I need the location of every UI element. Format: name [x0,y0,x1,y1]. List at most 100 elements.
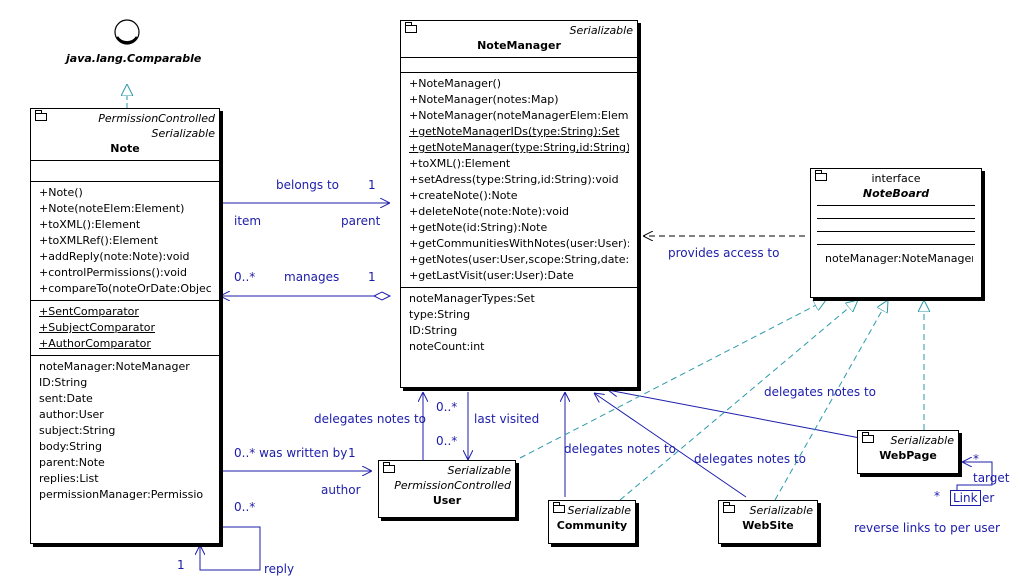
written-by-multiplicity: 1 [348,446,356,460]
note-manager-op: +NoteManager(notes:Map) [409,93,559,106]
note-static-field: +AuthorComparator [39,337,151,350]
website-delegates-edge [594,393,747,498]
community-class-name: Community [556,519,628,532]
note-operations: +Note() +Note(noteElem:Element) +toXML()… [31,181,219,300]
website-delegates-label: delegates notes to [694,452,806,466]
note-manager-op: +getNote(id:String):Note [409,221,548,234]
note-manager-op: +getNoteManager(type:String,id:String):N… [409,141,629,154]
user-header: Serializable PermissionControlled User [379,461,515,512]
note-manager-operations: +NoteManager() +NoteManager(notes:Map) +… [401,72,637,287]
webpage-header: Serializable WebPage [858,431,958,467]
note-manager-attributes: noteManagerTypes:Set type:String ID:Stri… [401,287,637,358]
note-op: +Note() [39,186,83,199]
belongs-to-multiplicity: 1 [368,178,376,192]
link-suffix: er [982,491,995,505]
note-manager-op: +setAdress(type:String,id:String):void [409,173,619,186]
comparable-interface-name[interactable]: java.lang.Comparable [66,52,202,65]
note-op: +Note(noteElem:Element) [39,202,185,215]
note-static-field: +SubjectComparator [39,321,156,334]
note-class[interactable]: PermissionControlled Serializable Note +… [30,108,220,544]
note-manager-op: +NoteManager() [409,77,502,90]
note-manager-stereotype: Serializable [569,24,633,37]
note-manager-header: Serializable NoteManager [401,21,637,57]
reply-multiplicity-top: 0..* [234,500,256,514]
manages-multiplicity-right: 1 [368,270,376,284]
note-manager-attr: noteCount:int [409,340,485,353]
website-stereotype: Serializable [749,504,813,517]
community-header: Serializable Community [549,501,635,537]
reply-multiplicity-bottom: 1 [177,558,185,572]
target-multiplicity: * [973,452,979,466]
note-manager-op: +getNoteManagerIDs(type:String):Set [409,125,620,138]
note-attr: ID:String [39,376,88,389]
note-class-name: Note [110,142,140,155]
package-icon [723,502,735,513]
note-board-attr: noteManager:NoteManager [825,252,973,265]
webpage-delegates-edge [608,390,861,439]
note-board-header: interface NoteBoard [811,169,981,205]
website-realizes-noteboard-edge [774,300,888,501]
note-attr: subject:String [39,424,116,437]
last-visited-label: last visited [474,412,540,426]
reply-edge [200,526,261,571]
note-empty-compartment [31,160,219,181]
user-multiplicity-top: 0..* [436,400,458,414]
note-static-fields: +SentComparator +SubjectComparator +Auth… [31,300,219,355]
website-header: Serializable WebSite [719,501,817,537]
note-op: +addReply(note:Note):void [39,250,190,263]
note-manager-attr: noteManagerTypes:Set [409,292,535,305]
website-class-name: WebSite [742,519,794,532]
note-board-compartment-3 [817,231,975,244]
user-stereotype-2: PermissionControlled [394,479,511,492]
note-manager-class-name: NoteManager [477,39,561,52]
item-role-label: item [234,214,262,228]
package-icon [383,462,395,473]
note-board-name: NoteBoard [862,187,930,200]
community-class[interactable]: Serializable Community [548,500,636,544]
note-manager-op: +createNote():Note [409,189,518,202]
author-role-label: author [321,483,361,497]
note-board-interface[interactable]: interface NoteBoard noteManager:NoteMana… [810,168,982,298]
note-manager-op: +getLastVisit(user:User):Date [409,269,574,282]
note-manager-op: +getCommunitiesWithNotes(user:User):S [409,237,629,250]
package-icon [35,110,47,121]
note-attributes: noteManager:NoteManager ID:String sent:D… [31,355,219,506]
comparable-lollipop [114,19,140,45]
webpage-class-name: WebPage [879,449,937,462]
note-attr: parent:Note [39,456,105,469]
written-by-label: 0..* was written by [234,446,348,460]
note-attr: replies:List [39,472,99,485]
website-class[interactable]: Serializable WebSite [718,500,818,544]
manages-diamond [372,291,392,301]
package-icon [405,22,417,33]
user-class[interactable]: Serializable PermissionControlled User [378,460,516,518]
user-class-name: User [432,494,462,507]
note-board-stereotype: interface [871,172,921,185]
note-manager-op: +getNotes(user:User,scope:String,date:D [409,253,629,266]
note-op: +toXML():Element [39,218,141,231]
note-manager-class[interactable]: Serializable NoteManager +NoteManager() … [400,20,638,388]
provides-access-label: provides access to [668,246,780,260]
note-manager-empty-compartment [401,57,637,72]
note-board-compartment-2 [817,218,975,231]
target-role-label: target [973,471,1010,485]
note-static-field: +SentComparator [39,305,139,318]
user-multiplicity-bottom: 0..* [436,434,458,448]
manages-multiplicity-left: 0..* [234,270,256,284]
manages-label: manages [284,270,340,284]
note-stereotype-1: PermissionControlled [98,112,215,125]
parent-role-label: parent [341,214,381,228]
reply-role-label: reply [264,562,295,576]
note-stereotype-2: Serializable [151,127,215,140]
link-multiplicity: * [934,489,940,503]
user-stereotype-1: Serializable [447,464,511,477]
note-op: +controlPermissions():void [39,266,187,279]
link-box[interactable]: Link [950,490,981,506]
package-icon [862,432,874,443]
user-delegates-label: delegates notes to [314,412,426,426]
package-icon [553,502,565,513]
webpage-class[interactable]: Serializable WebPage [857,430,959,474]
note-board-attributes: noteManager:NoteManager [817,244,975,267]
note-manager-attr: ID:String [409,324,458,337]
